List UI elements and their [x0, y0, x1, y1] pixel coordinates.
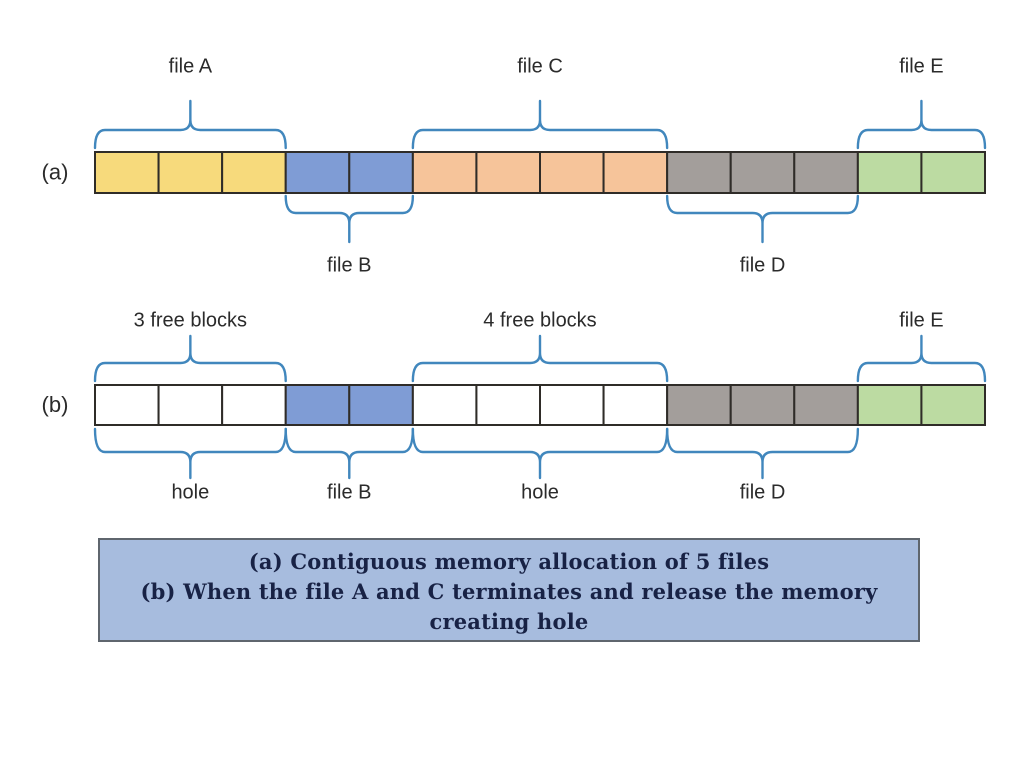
curly-brace	[411, 334, 669, 383]
curly-brace	[93, 427, 287, 480]
brace-label: file B	[327, 481, 371, 503]
memory-block	[856, 151, 923, 194]
row-label: (a)	[42, 159, 69, 184]
brace-label: file C	[517, 55, 563, 77]
brace-label: file A	[169, 55, 213, 77]
memory-block	[221, 151, 287, 194]
memory-block	[539, 384, 605, 426]
curly-brace	[93, 334, 287, 383]
brace-label: file B	[327, 254, 371, 276]
memory-block	[475, 151, 541, 194]
memory-block	[221, 384, 287, 426]
memory-block	[920, 384, 987, 426]
memory-block	[94, 384, 160, 426]
memory-block	[284, 384, 351, 426]
memory-block	[94, 151, 160, 194]
row-label: (b)	[42, 392, 69, 417]
memory-block	[602, 384, 669, 426]
caption-box: (a) Contiguous memory allocation of 5 fi…	[98, 538, 920, 642]
brace-label: file E	[899, 309, 943, 331]
curly-brace	[665, 427, 860, 480]
curly-brace	[411, 99, 669, 150]
memory-block	[475, 384, 541, 426]
curly-brace	[284, 427, 415, 480]
brace-label: hole	[521, 481, 559, 503]
memory-block	[856, 384, 923, 426]
caption-line-3: creating hole	[429, 609, 589, 634]
brace-label: hole	[171, 481, 209, 503]
memory-block	[348, 384, 414, 426]
memory-block	[793, 384, 859, 426]
curly-brace	[665, 194, 860, 244]
memory-block	[539, 151, 605, 194]
curly-brace	[284, 194, 415, 244]
memory-block	[284, 151, 351, 194]
memory-block	[729, 151, 796, 194]
memory-block	[920, 151, 987, 194]
memory-block	[666, 384, 732, 426]
memory-block	[411, 384, 478, 426]
memory-block	[729, 384, 796, 426]
curly-brace	[93, 99, 287, 150]
memory-block	[411, 151, 478, 194]
curly-brace	[411, 427, 669, 480]
caption-line-2: (b) When the file A and C terminates and…	[140, 579, 878, 604]
memory-block	[348, 151, 414, 194]
memory-block	[157, 151, 224, 194]
memory-block	[602, 151, 669, 194]
memory-block	[157, 384, 224, 426]
brace-label: 3 free blocks	[134, 309, 247, 331]
brace-label: file D	[740, 481, 786, 503]
caption-line-1: (a) Contiguous memory allocation of 5 fi…	[248, 549, 770, 574]
brace-label: file E	[899, 55, 943, 77]
brace-label: 4 free blocks	[483, 309, 596, 331]
curly-brace	[856, 334, 987, 383]
curly-brace	[856, 99, 987, 150]
brace-label: file D	[740, 254, 786, 276]
memory-block	[793, 151, 859, 194]
memory-diagram: (a) file A file C file E file B file D (b) 3 fr…	[42, 55, 987, 503]
memory-block	[666, 151, 732, 194]
